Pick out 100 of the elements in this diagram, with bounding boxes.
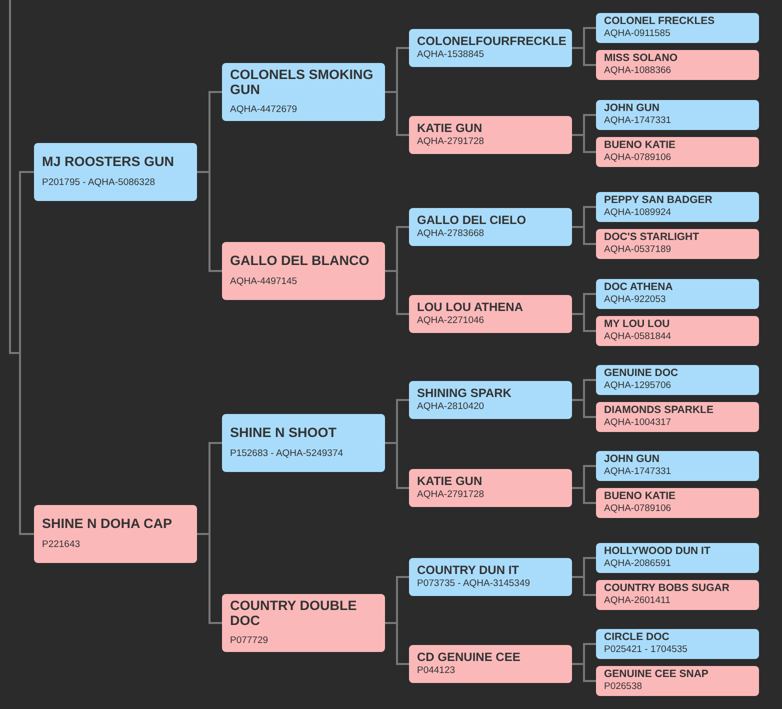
horse-card <box>34 505 197 563</box>
registration-number: AQHA-4497145 <box>230 276 298 288</box>
registration-number: AQHA-0911585 <box>604 28 672 40</box>
registration-number: AQHA-2783668 <box>417 229 486 240</box>
horse-name: MJ ROOSTERS GUN <box>42 155 176 170</box>
horse-card <box>596 229 759 259</box>
horse-card <box>596 100 759 130</box>
connector-line <box>197 533 222 624</box>
horse-name: CD GENUINE CEE <box>417 650 522 664</box>
registration-number: AQHA-1747331 <box>604 466 672 478</box>
horse-name: DIAMONDS SPARKLE <box>604 405 714 417</box>
horse-card <box>222 414 385 472</box>
horse-card <box>596 666 759 696</box>
registration-number: P044123 <box>417 666 456 678</box>
connector-line <box>572 576 596 596</box>
horse-name: BUENO KATIE <box>604 491 677 503</box>
horse-card <box>409 558 572 596</box>
registration-number: AQHA-0581844 <box>604 332 672 343</box>
horse-name: MY LOU LOU <box>604 319 671 331</box>
registration-number: AQHA-1088366 <box>604 66 672 77</box>
horse-card <box>596 451 759 481</box>
registration-number: AQHA-1538845 <box>417 50 486 62</box>
connector-line <box>572 226 596 245</box>
horse-name: COUNTRY BOBS SUGAR <box>604 583 730 595</box>
connector-line <box>572 47 596 66</box>
registration-number: P025421 - 1704535 <box>604 644 688 656</box>
horse-card <box>596 629 759 659</box>
connector-line <box>572 663 596 682</box>
connector-line <box>385 270 409 315</box>
registration-number: AQHA-2791728 <box>417 137 486 148</box>
horse-name: SHINE N DOHA CAP <box>42 517 174 532</box>
registration-number: AQHA-2601411 <box>604 596 672 607</box>
registration-number: AQHA-4472679 <box>230 105 298 116</box>
connector-line <box>572 487 596 504</box>
horse-card <box>596 13 759 43</box>
horse-name: JOHN GUN <box>604 103 660 115</box>
registration-number: AQHA-1747331 <box>604 116 672 127</box>
horse-card <box>596 50 759 80</box>
horse-name: BUENO KATIE <box>604 140 677 152</box>
registration-number: P152683 - AQHA-5249374 <box>230 448 344 460</box>
horse-name: JOHN GUN <box>604 454 660 466</box>
registration-number: P201795 - AQHA-5086328 <box>42 178 156 189</box>
horse-card <box>409 295 572 333</box>
registration-number: P073735 - AQHA-3145349 <box>417 579 532 590</box>
registration-number: AQHA-0537189 <box>604 244 672 256</box>
horse-card <box>409 381 572 419</box>
horse-card <box>409 116 572 154</box>
connector-line <box>385 442 409 489</box>
horse-card <box>596 543 759 573</box>
horse-card <box>34 143 197 201</box>
horse-card <box>596 192 759 222</box>
horse-card <box>222 594 385 652</box>
registration-number: AQHA-1004317 <box>604 418 672 429</box>
horse-card <box>596 279 759 309</box>
horse-name: CIRCLE DOC <box>604 632 670 644</box>
horse-card <box>596 365 759 395</box>
horse-name: SHINING SPARK <box>417 386 512 400</box>
connector-line <box>385 622 409 665</box>
horse-card <box>409 645 572 683</box>
horse-name: GENUINE DOC <box>604 368 680 380</box>
horse-card <box>222 242 385 300</box>
connector-line <box>572 399 596 418</box>
horse-card <box>409 208 572 246</box>
horse-name: GENUINE CEE SNAP <box>604 669 710 681</box>
horse-name: DOC'S STARLIGHT <box>604 232 700 244</box>
horse-card <box>596 488 759 518</box>
connector-line <box>197 171 222 272</box>
horse-name: DOC ATHENA <box>604 282 674 294</box>
connector-line <box>9 0 34 535</box>
connector-line <box>572 134 596 153</box>
horse-name: COLONEL FRECKLES <box>604 16 716 28</box>
horse-name: PEPPY SAN BADGER <box>604 195 714 207</box>
horse-name: LOU LOU ATHENA <box>417 300 524 314</box>
registration-number: AQHA-2086591 <box>604 558 672 570</box>
registration-number: AQHA-0789106 <box>604 504 672 515</box>
horse-name: COLONELFOURFRECKLE <box>417 34 566 48</box>
connector-line <box>385 91 409 136</box>
registration-number: P026538 <box>604 682 644 693</box>
horse-name: MISS SOLANO <box>604 53 679 65</box>
connector-line <box>572 313 596 332</box>
registration-number: AQHA-2810420 <box>417 402 486 414</box>
horse-card <box>596 137 759 167</box>
horse-name: COUNTRY DOUBLE DOC <box>230 598 358 628</box>
registration-number: AQHA-1295706 <box>604 380 672 392</box>
registration-number: AQHA-2271046 <box>417 316 486 328</box>
horse-card <box>409 469 572 507</box>
horse-name: COLONELS SMOKING GUN <box>230 68 374 98</box>
horse-name: KATIE GUN <box>417 474 484 488</box>
registration-number: AQHA-2791728 <box>417 490 486 502</box>
registration-number: AQHA-922053 <box>604 294 667 306</box>
horse-name: GALLO DEL BLANCO <box>230 254 370 269</box>
horse-name: HOLLYWOOD DUN IT <box>604 546 712 558</box>
horse-card <box>596 316 759 346</box>
registration-number: AQHA-1089924 <box>604 208 672 219</box>
horse-card <box>409 29 572 67</box>
horse-card <box>222 63 385 121</box>
horse-card <box>596 580 759 610</box>
horse-name: SHINE N SHOOT <box>230 426 338 441</box>
horse-name: GALLO DEL CIELO <box>417 214 528 228</box>
registration-number: P221643 <box>42 540 82 551</box>
